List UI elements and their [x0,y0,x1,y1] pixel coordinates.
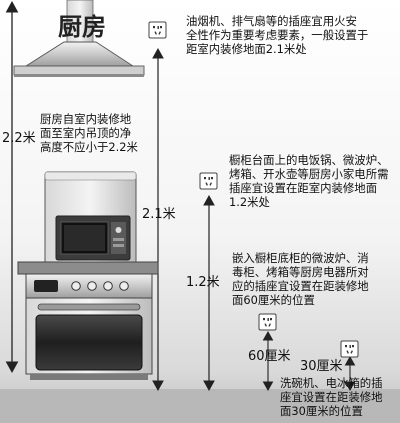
oven-icon [17,261,159,380]
washer-height-label: 30厘米 [300,359,343,374]
page-title: 厨房 [58,13,106,41]
wall-outlet-icon [340,340,359,358]
cabinet-height-label: 60厘米 [248,349,291,364]
counter-outlet-note: 橱柜台面上的电饭锅、微波炉、 烤箱、开水壶等厨房小家电所需 插座宜设置在距室内装… [229,153,389,209]
hood-outlet-note: 油烟机、排气扇等的插座宜用火安 全性作为重要考虑要素，一般设置于 距室内装修地面… [186,14,369,56]
range-hood-icon [13,0,145,77]
floor [0,389,400,423]
ceiling-height-note: 厨房自室内装修地 面至室内吊顶的净 高度不应小于2.2米 [40,112,138,154]
hood-height-label: 2.1米 [142,207,176,222]
wall-outlet-icon [148,21,167,39]
wall-outlet-icon [258,313,277,331]
hood-dimension-line [152,47,164,392]
cabinet-dimension-line [262,330,274,392]
cabinet-outlet-note: 嵌入橱柜底柜的微波炉、消 毒柜、烤箱等厨房电器所对 应的插座宜设置在距装修地 面… [232,251,369,307]
microwave-icon [55,215,131,261]
wall-outlet-icon [199,172,218,190]
counter-dimension-line [203,194,215,392]
washer-dimension-line [344,355,356,392]
ceiling-height-label: 2.2米 [2,131,36,146]
counter-height-label: 1.2米 [186,275,220,290]
ceiling-dimension-line [5,0,19,374]
washer-outlet-note: 洗碗机、电冰箱的插 座宜设置在距装修地 面30厘米的位置 [280,376,383,418]
